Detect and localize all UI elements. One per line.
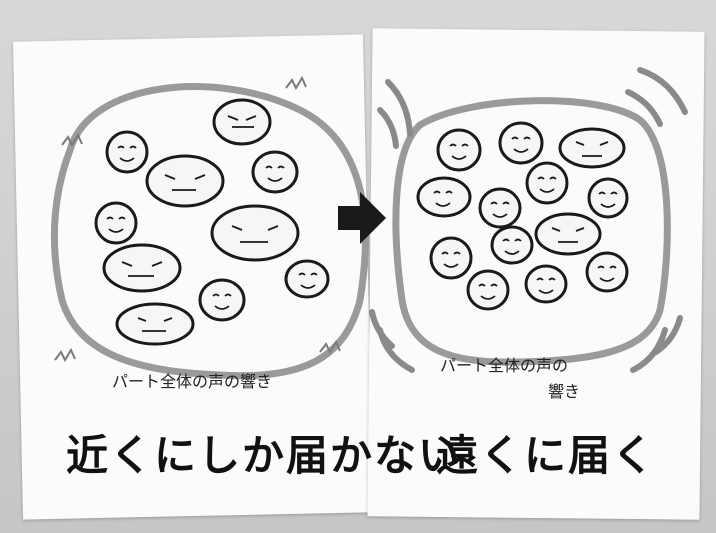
right-subtitle-line1: パート全体の声の (440, 356, 569, 375)
left-caption: 近くにしか届かない (66, 431, 463, 480)
face-features (106, 115, 318, 332)
sound-wave-icon (369, 67, 688, 373)
right-blob (392, 97, 671, 366)
face-icon (416, 121, 629, 311)
right-arrow-icon (338, 192, 386, 244)
zigzag-icon (54, 347, 76, 363)
left-subtitle: パート全体の声の響き (112, 372, 273, 391)
left-blob (50, 83, 369, 380)
face-features (433, 136, 618, 300)
right-caption: 遠くに届く (436, 431, 657, 480)
right-subtitle-line2: 響き (548, 382, 581, 401)
zigzag-icon (61, 132, 83, 148)
zigzag-icon (319, 339, 341, 355)
zigzag-icon (285, 75, 307, 91)
face-icon (94, 98, 330, 346)
